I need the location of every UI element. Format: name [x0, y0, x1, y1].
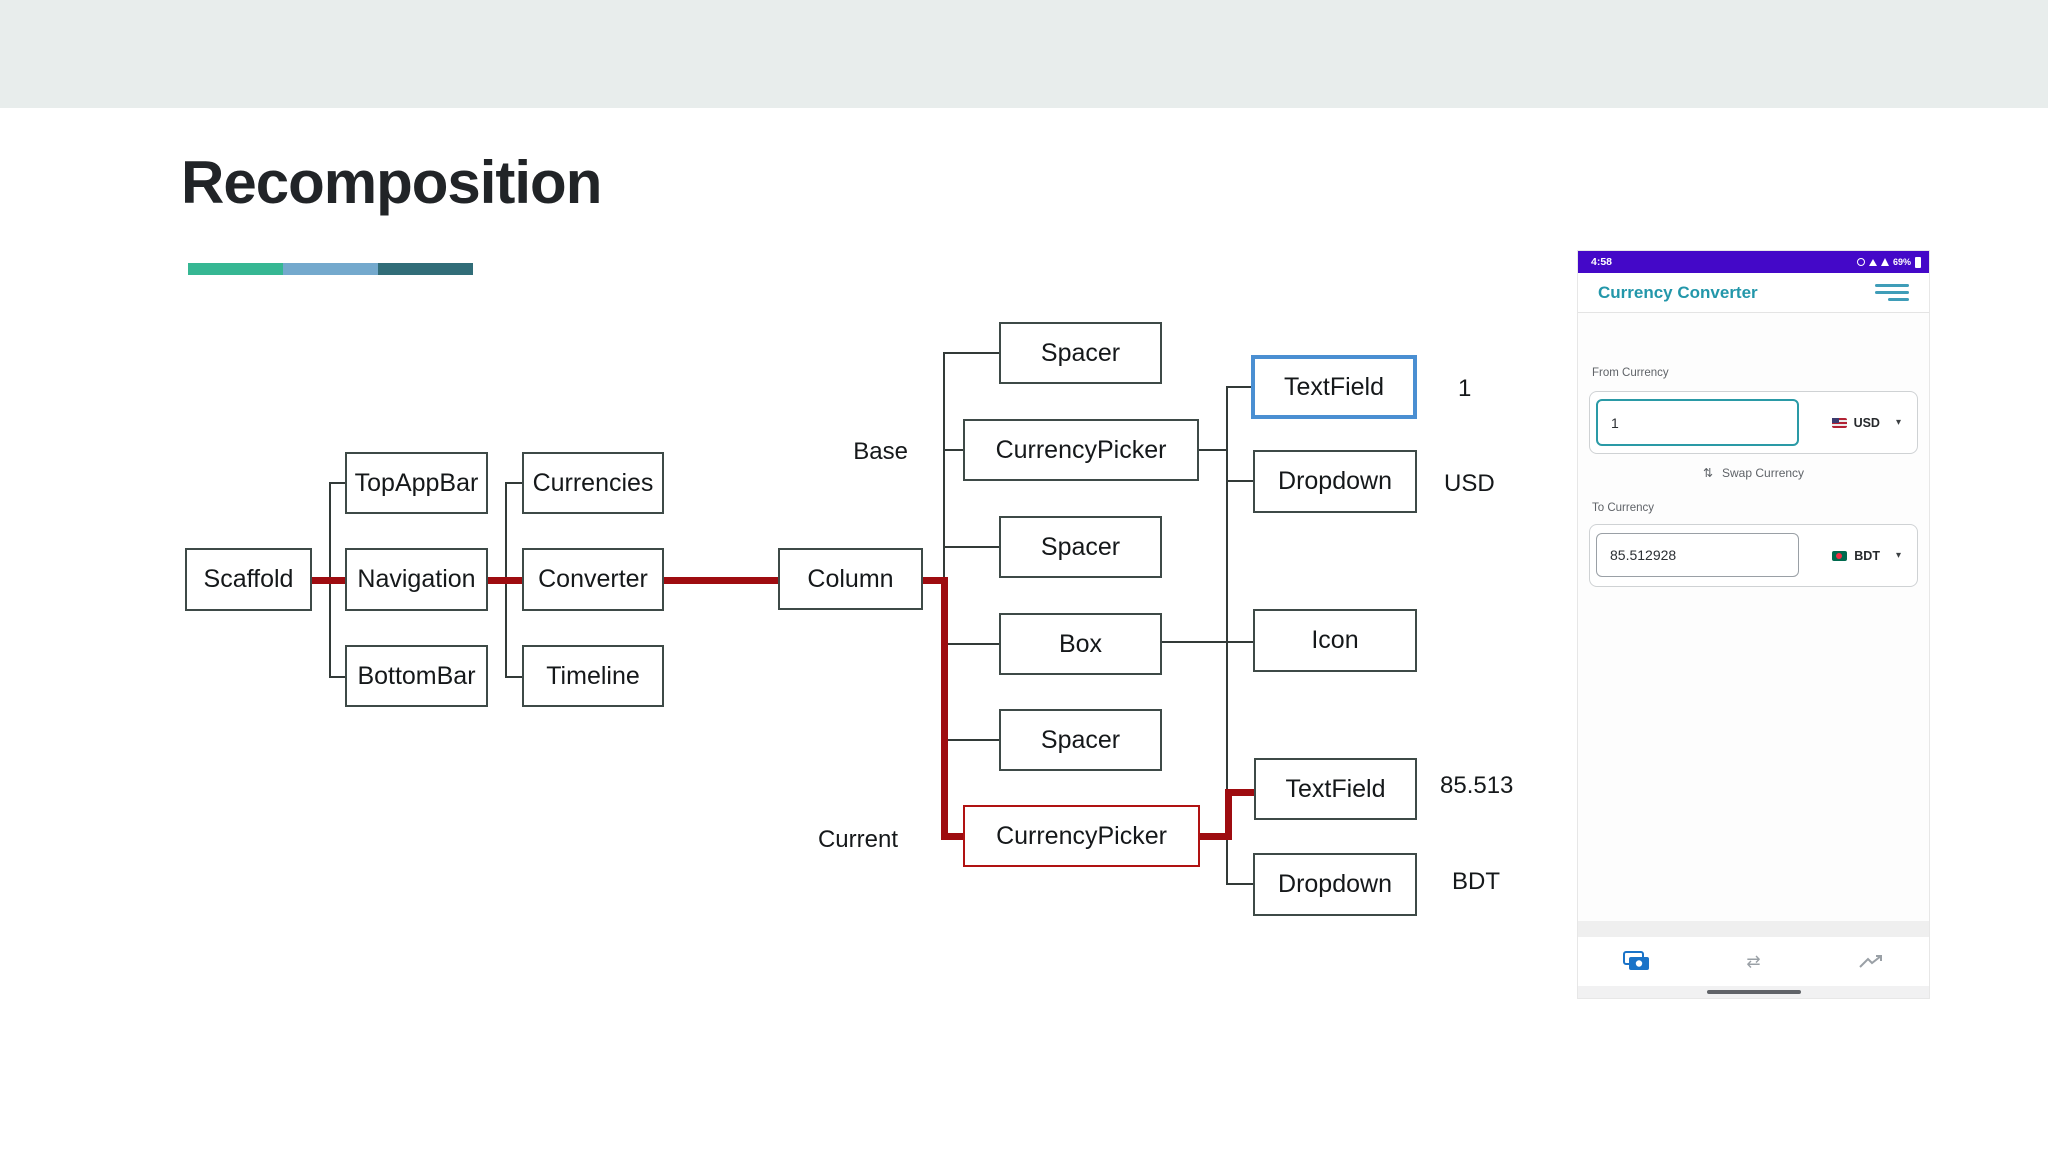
- status-time: 4:58: [1591, 256, 1613, 268]
- node-timeline: Timeline: [522, 645, 664, 707]
- phone-status-bar: 4:58 69%: [1578, 251, 1929, 273]
- node-icon: Icon: [1253, 609, 1417, 672]
- to-currency-dropdown[interactable]: BDT ▾: [1832, 525, 1901, 586]
- accent-segment-green: [188, 263, 283, 275]
- node-dropdown-current: Dropdown: [1253, 853, 1417, 916]
- node-bottombar: BottomBar: [345, 645, 488, 707]
- connector-line: [1226, 386, 1228, 885]
- label-current: Current: [817, 826, 898, 853]
- nav-divider-strip: [1578, 921, 1929, 937]
- connector-line: [505, 676, 522, 678]
- recomposition-path-line: [923, 577, 948, 584]
- connector-line: [329, 676, 345, 678]
- connector-line: [329, 482, 345, 484]
- us-flag-icon: [1831, 417, 1847, 428]
- nav-exchange-icon[interactable]: ⇄: [1746, 951, 1761, 971]
- signal-icon: [1880, 258, 1889, 266]
- label-base: Base: [853, 438, 908, 465]
- node-spacer3: Spacer: [999, 709, 1162, 771]
- accent-segment-teal: [378, 263, 473, 275]
- caret-down-icon: ▾: [1895, 550, 1901, 561]
- node-currencypicker-current: CurrencyPicker: [963, 805, 1200, 867]
- label-textfield-current-value: 85.513: [1440, 772, 1514, 799]
- alarm-icon: [1856, 258, 1865, 266]
- swap-label: Swap Currency: [1722, 466, 1805, 480]
- connector-line: [943, 449, 963, 451]
- accent-segment-blue: [283, 263, 378, 275]
- connector-line: [943, 643, 999, 645]
- nav-converter-icon[interactable]: [1607, 945, 1667, 979]
- node-spacer1: Spacer: [999, 322, 1162, 384]
- node-converter: Converter: [522, 548, 664, 611]
- nav-trends-icon[interactable]: [1841, 945, 1901, 979]
- node-textfield-current: TextField: [1254, 758, 1417, 820]
- to-currency-card: 85.512928 BDT ▾: [1589, 524, 1918, 587]
- bd-flag-icon: [1832, 550, 1848, 561]
- title-accent-bar: [188, 263, 473, 275]
- node-column: Column: [778, 548, 923, 610]
- from-amount-input[interactable]: 1: [1596, 399, 1799, 446]
- slide-title: Recomposition: [181, 149, 602, 216]
- gesture-strip: [1578, 986, 1929, 998]
- recomposition-path-line: [1199, 833, 1232, 840]
- connector-line: [943, 352, 999, 354]
- from-currency-card: 1 USD ▾: [1589, 391, 1918, 454]
- connector-line: [1199, 449, 1227, 451]
- swap-currency-button[interactable]: ⇅ Swap Currency: [1578, 466, 1929, 480]
- node-scaffold: Scaffold: [185, 548, 312, 611]
- battery-icon: [1915, 256, 1921, 268]
- to-amount-field[interactable]: 85.512928: [1596, 533, 1799, 577]
- to-amount-value: 85.512928: [1610, 547, 1677, 563]
- battery-percent: 69%: [1892, 257, 1911, 267]
- connector-line: [1226, 386, 1251, 388]
- from-currency-label: From Currency: [1592, 367, 1669, 379]
- connector-line: [943, 739, 999, 741]
- from-currency-code: USD: [1853, 415, 1880, 430]
- currency-converter-app-screenshot: 4:58 69% Currency Converter From Currenc…: [1577, 250, 1930, 999]
- wifi-icon: [1868, 258, 1877, 266]
- connector-line: [1226, 883, 1253, 885]
- label-textfield-base-value: 1: [1458, 375, 1472, 402]
- status-icons: 69%: [1856, 256, 1921, 268]
- label-dropdown-current-value: BDT: [1452, 868, 1500, 895]
- swap-icon: ⇅: [1702, 466, 1714, 480]
- gesture-pill[interactable]: [1706, 990, 1801, 994]
- menu-icon[interactable]: [1875, 282, 1909, 303]
- node-navigation: Navigation: [345, 548, 488, 611]
- node-textfield-base: TextField: [1251, 355, 1417, 419]
- to-currency-code: BDT: [1854, 548, 1880, 563]
- recomposition-path-line: [948, 833, 964, 840]
- recomposition-path-line: [312, 577, 347, 584]
- app-bar: Currency Converter: [1578, 273, 1929, 313]
- recomposition-path-line: [1225, 789, 1232, 840]
- node-currencypicker-base: CurrencyPicker: [963, 419, 1199, 481]
- slide-top-band: [0, 0, 2048, 108]
- node-dropdown-base: Dropdown: [1253, 450, 1417, 513]
- node-spacer2: Spacer: [999, 516, 1162, 578]
- from-currency-dropdown[interactable]: USD ▾: [1831, 392, 1901, 453]
- to-currency-label: To Currency: [1592, 502, 1654, 514]
- from-amount-value: 1: [1611, 414, 1619, 431]
- node-topappbar: TopAppBar: [345, 452, 488, 514]
- node-currencies: Currencies: [522, 452, 664, 514]
- connector-line: [1226, 480, 1253, 482]
- node-box: Box: [999, 613, 1162, 675]
- bottom-navigation: ⇄: [1578, 937, 1929, 986]
- recomposition-path-line: [1225, 789, 1254, 796]
- connector-line: [1162, 641, 1253, 643]
- recomposition-path-line: [941, 577, 948, 840]
- recomposition-path-line: [664, 577, 780, 584]
- connector-line: [943, 546, 999, 548]
- label-dropdown-base-value: USD: [1444, 470, 1495, 497]
- caret-down-icon: ▾: [1895, 417, 1901, 428]
- recomposition-path-line: [488, 577, 524, 584]
- app-title: Currency Converter: [1598, 282, 1758, 302]
- connector-line: [505, 482, 522, 484]
